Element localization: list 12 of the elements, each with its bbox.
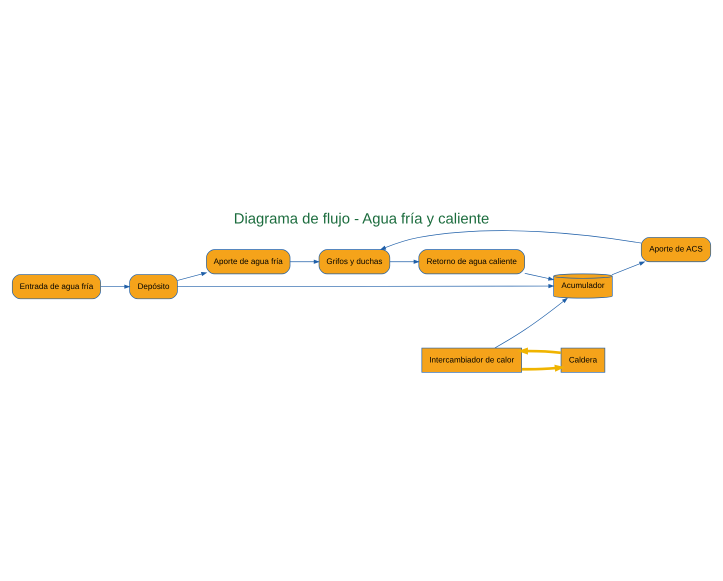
arrow bbox=[524, 272, 554, 281]
arrow bbox=[177, 272, 208, 281]
arrow bbox=[290, 260, 320, 264]
arrow bbox=[612, 261, 646, 276]
arrow bbox=[177, 284, 554, 288]
arrow bbox=[100, 284, 130, 289]
arrow bbox=[390, 260, 420, 264]
arrow bbox=[522, 364, 565, 372]
diagram-title: Diagrama de flujo - Agua fría y caliente bbox=[234, 211, 490, 228]
arrow bbox=[518, 348, 561, 355]
arrow bbox=[380, 230, 642, 250]
arrow bbox=[494, 298, 568, 348]
